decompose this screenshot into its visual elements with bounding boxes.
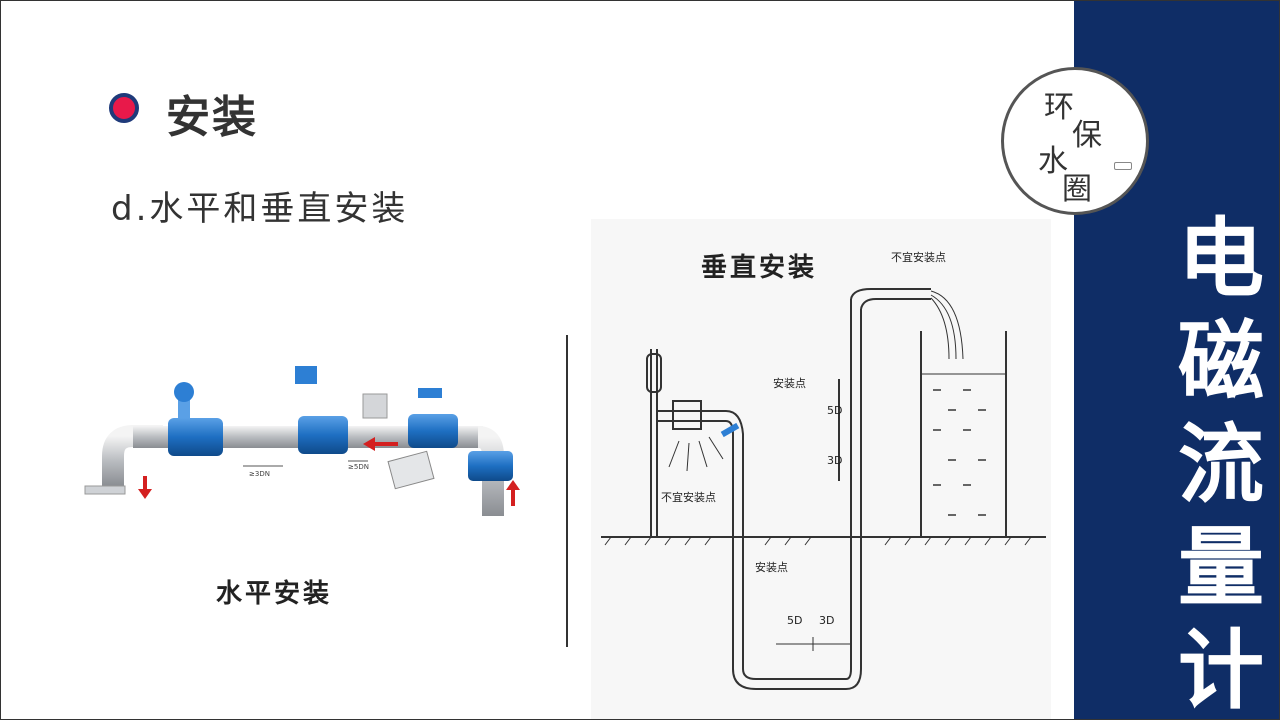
logo-char-1: 环 [1044, 90, 1074, 125]
logo-char-4: 圈 [1062, 172, 1092, 207]
divider [566, 335, 568, 647]
label-5d-bottom: 5D [787, 614, 802, 627]
vertical-install-figure-bg [591, 219, 1051, 719]
logo-char-2: 保 [1072, 118, 1102, 153]
label-install-lower: 安装点 [755, 560, 788, 574]
logo-seal-icon [1114, 162, 1132, 170]
section-heading: 安装 [166, 92, 258, 143]
bullet-dot [109, 93, 139, 123]
meter-right [408, 414, 458, 448]
sidebar-title-char: 量 [1178, 518, 1264, 618]
label-not-suitable-top: 不宜安装点 [891, 250, 946, 264]
logo-char-3: 水 [1038, 144, 1068, 179]
sidebar-title-char: 电 [1178, 209, 1264, 309]
section-subtitle: d.水平和垂直安装 [111, 189, 409, 229]
label-install-upper: 安装点 [773, 376, 806, 390]
label-not-suitable-left: 不宜安装点 [661, 490, 716, 504]
vertical-install-figure: 不宜安装点 不宜安装点 安装点 安装点 5D 3D 5D 3D [601, 250, 1046, 690]
label-3d-vertical: 3D [827, 454, 842, 467]
label-3d-bottom: 3D [819, 614, 834, 627]
sidebar-title-char: 流 [1178, 415, 1264, 515]
dn-left-label: ≥3DN [249, 470, 270, 478]
label-5d-vertical: 5D [827, 404, 842, 417]
vertical-caption: 垂直安装 [701, 253, 818, 283]
sidebar-title-char: 计 [1178, 621, 1264, 720]
horizontal-caption: 水平安装 [216, 579, 333, 609]
meter-left [168, 418, 223, 456]
dn-right-label: ≥5DN [348, 463, 369, 471]
sidebar-title-char: 磁 [1178, 312, 1264, 412]
brand-logo: 环 保 水 圈 [1001, 67, 1149, 215]
sidebar-title: 电 磁 流 量 计 [1171, 209, 1271, 720]
horizontal-install-figure: ≥3DN ≥5DN [84, 366, 520, 516]
meter-middle [298, 416, 348, 454]
